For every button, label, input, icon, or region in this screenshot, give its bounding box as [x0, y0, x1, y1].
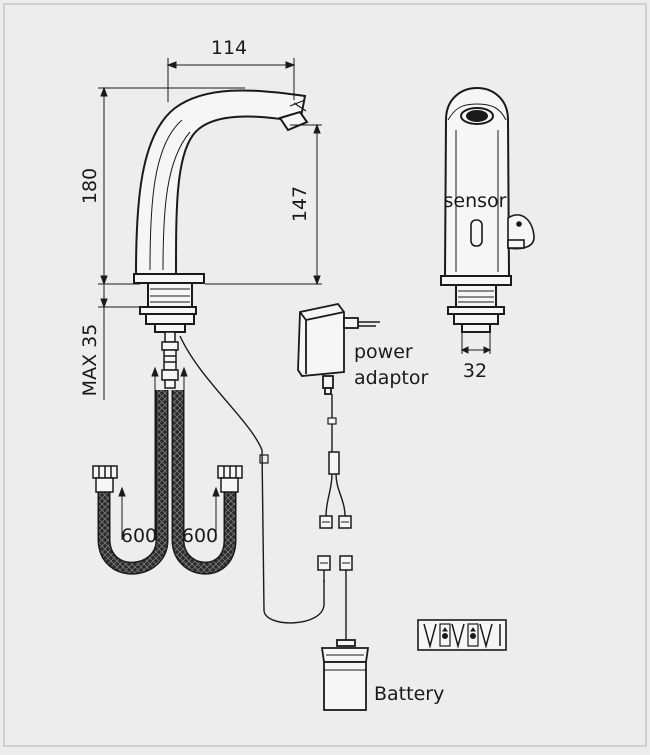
hose-fitting-right [217, 465, 243, 493]
battery-orientation-icon [417, 619, 507, 651]
sensor-label: sensor [444, 190, 507, 212]
hose-length-right: 600 [182, 525, 218, 547]
sensor-cable [179, 335, 325, 624]
power-plug-icon [297, 303, 380, 395]
dim-32-label: 32 [463, 360, 487, 382]
frame [3, 3, 647, 747]
dimension-180 [98, 86, 245, 286]
power-label-1: power [354, 341, 413, 363]
dim-180-label: 180 [79, 168, 101, 204]
dim-147-label: 147 [289, 186, 311, 222]
hose-length-left: 600 [121, 525, 157, 547]
dimension-max35 [98, 285, 142, 400]
battery-icon [320, 639, 370, 711]
check-valve-icon [161, 331, 179, 389]
cable-clip [259, 454, 269, 464]
dimension-147 [205, 123, 322, 286]
dimension-114 [166, 58, 296, 102]
braided-hoses [97, 390, 237, 575]
faucet-front-view [440, 86, 512, 333]
hose-fitting-left [92, 465, 118, 493]
dimension-32 [460, 332, 492, 354]
adaptor-cable [319, 394, 352, 529]
hose-length-arrows [118, 366, 220, 540]
power-label-2: adaptor [354, 367, 428, 389]
dim-114-label: 114 [211, 37, 247, 59]
battery-connectors [317, 555, 353, 640]
sensor-window-icon [470, 219, 483, 247]
side-lever-icon [507, 214, 535, 250]
dim-max35-label: MAX 35 [79, 324, 101, 397]
battery-label: Battery [374, 683, 444, 705]
